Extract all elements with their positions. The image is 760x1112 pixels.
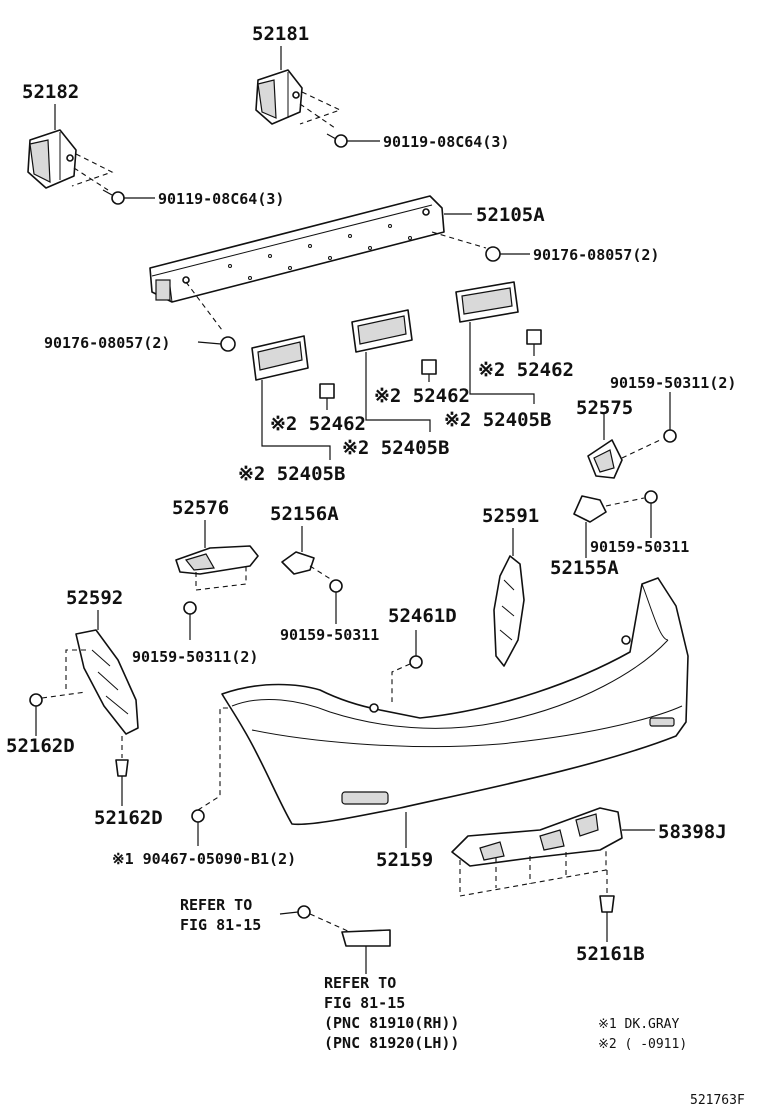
label-90159-left: 90159-50311(2) xyxy=(132,648,258,666)
label-52462-right: ※2 52462 xyxy=(478,359,574,381)
label-90176-left: 90176-08057(2) xyxy=(44,334,170,352)
label-52592: 52592 xyxy=(66,587,123,609)
part-52405B-left[interactable] xyxy=(251,335,309,381)
part-52592[interactable] xyxy=(75,629,139,735)
label-refer-2-d: (PNC 81920(LH)) xyxy=(324,1034,459,1052)
part-52156A[interactable] xyxy=(281,551,315,575)
part-reflector-81910-81920[interactable] xyxy=(341,929,391,947)
label-52575: 52575 xyxy=(576,397,633,419)
clip-52161B[interactable] xyxy=(599,895,615,942)
note-date-range: ※2 ( -0911) xyxy=(598,1037,687,1052)
part-52405B-right[interactable] xyxy=(455,281,519,323)
bolt-90467[interactable] xyxy=(191,809,205,846)
part-52591[interactable] xyxy=(493,555,525,667)
nut-90176-left[interactable] xyxy=(220,336,236,352)
label-52156A: 52156A xyxy=(270,503,339,525)
label-refer-2-c: (PNC 81910(RH)) xyxy=(324,1014,459,1032)
label-90159-right-upper: 90159-50311(2) xyxy=(610,374,736,392)
label-refer-1-a: REFER TO xyxy=(180,896,252,914)
screw-90159-right-lower[interactable] xyxy=(644,490,658,504)
label-52181: 52181 xyxy=(252,23,309,45)
part-52155A[interactable] xyxy=(573,495,607,523)
label-52405B-right: ※2 52405B xyxy=(444,409,551,431)
part-52461D[interactable] xyxy=(409,655,423,669)
screw-90159-right-upper[interactable] xyxy=(663,429,677,443)
label-52405B-middle: ※2 52405B xyxy=(342,437,449,459)
figure-code: 521763F xyxy=(690,1093,745,1108)
label-52591: 52591 xyxy=(482,505,539,527)
label-52405B-left: ※2 52405B xyxy=(238,463,345,485)
part-52575[interactable] xyxy=(587,439,623,479)
label-refer-1-b: FIG 81-15 xyxy=(180,916,261,934)
clip-52162D-lower[interactable] xyxy=(115,759,129,806)
clip-52162D-upper[interactable] xyxy=(29,693,43,736)
label-52461D: 52461D xyxy=(388,605,457,627)
label-90119-top: 90119-08C64(3) xyxy=(383,133,509,151)
label-52162D-lower: 52162D xyxy=(94,807,163,829)
label-refer-2-b: FIG 81-15 xyxy=(324,994,405,1012)
part-52405B-middle[interactable] xyxy=(351,309,413,353)
label-refer-2-a: REFER TO xyxy=(324,974,396,992)
label-52155A: 52155A xyxy=(550,557,619,579)
part-58398J[interactable] xyxy=(451,807,623,867)
part-52576[interactable] xyxy=(175,545,259,575)
bolt-90119-left[interactable] xyxy=(102,189,125,205)
label-52161B: 52161B xyxy=(576,943,645,965)
label-52162D-upper: 52162D xyxy=(6,735,75,757)
label-90159-right-lower: 90159-50311 xyxy=(590,538,689,556)
label-52105A: 52105A xyxy=(476,204,545,226)
label-90119-left: 90119-08C64(3) xyxy=(158,190,284,208)
screw-90159-center[interactable] xyxy=(329,579,343,593)
bolt-90119-top[interactable] xyxy=(326,133,348,148)
label-90467: ※1 90467-05090-B1(2) xyxy=(112,850,296,868)
part-52159-bumper-cover[interactable] xyxy=(221,577,689,826)
label-52182: 52182 xyxy=(22,81,79,103)
label-52576: 52576 xyxy=(172,497,229,519)
part-52462-right[interactable] xyxy=(526,329,542,345)
clip-refer-fig-81-15[interactable] xyxy=(297,905,311,919)
part-52182[interactable] xyxy=(27,129,77,189)
label-52462-left: ※2 52462 xyxy=(270,413,366,435)
label-58398J: 58398J xyxy=(658,821,727,843)
label-52159: 52159 xyxy=(376,849,433,871)
label-90159-center: 90159-50311 xyxy=(280,626,379,644)
part-52105A-reinforcement[interactable] xyxy=(149,195,445,303)
part-52462-left[interactable] xyxy=(319,383,335,399)
screw-90159-left[interactable] xyxy=(183,601,197,615)
label-52462-middle: ※2 52462 xyxy=(374,385,470,407)
part-52181[interactable] xyxy=(255,69,303,125)
note-dk-gray: ※1 DK.GRAY xyxy=(598,1017,680,1032)
label-90176-right: 90176-08057(2) xyxy=(533,246,659,264)
part-52462-middle[interactable] xyxy=(421,359,437,375)
nut-90176-right[interactable] xyxy=(485,246,501,262)
